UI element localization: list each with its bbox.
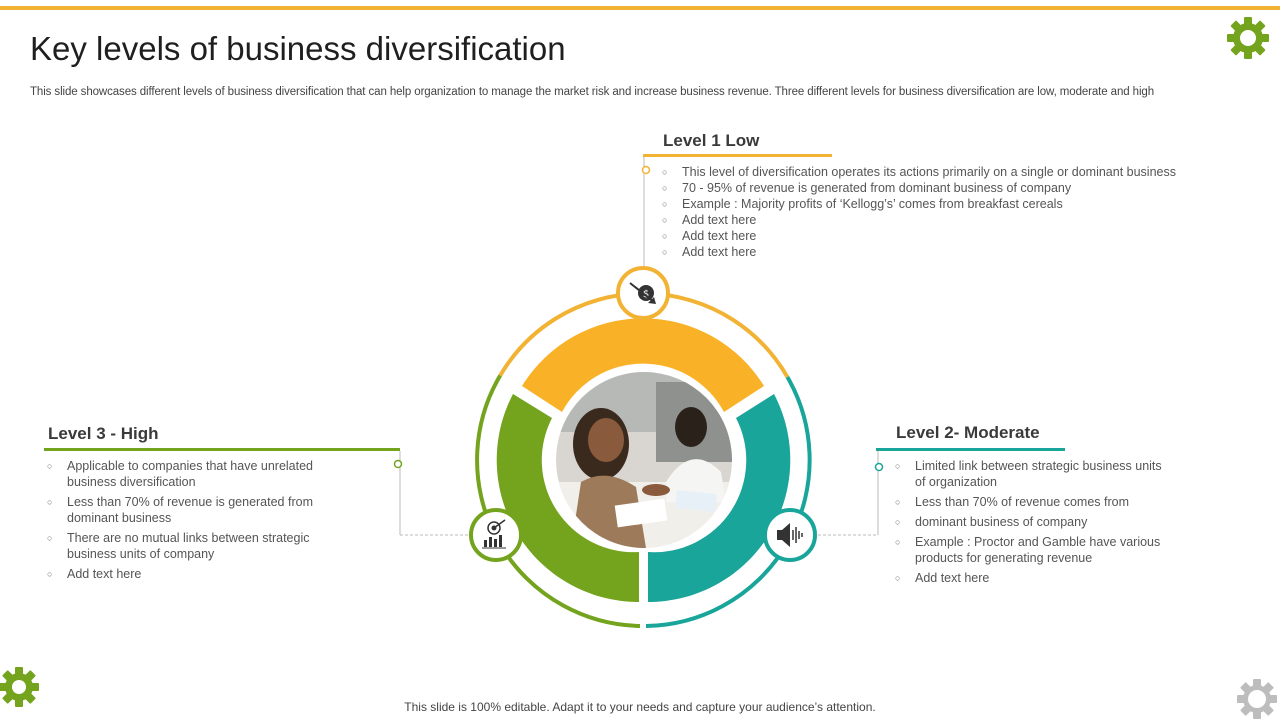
level3-underline: [44, 448, 400, 451]
level2-bullet-list: Limited link between strategic business …: [895, 458, 1175, 590]
gear-icon: [1237, 679, 1277, 719]
donut-segment-level2: [648, 394, 791, 603]
page-subtitle: This slide showcases different levels of…: [30, 86, 1154, 98]
footer-note: This slide is 100% editable. Adapt it to…: [404, 700, 876, 714]
level3-title: Level 3 - High: [48, 424, 159, 443]
top-accent-bar: [0, 6, 1280, 10]
donut-segment-level3: [496, 394, 639, 603]
gear-icon: [1227, 17, 1269, 59]
level2-title: Level 2- Moderate: [896, 423, 1040, 442]
team-photo: [556, 372, 732, 548]
list-item: 70 - 95% of revenue is generated from do…: [662, 180, 1222, 196]
target-bar-chart-icon: [482, 519, 506, 549]
list-item: Add text here: [662, 228, 1222, 244]
list-item: Add text here: [662, 244, 1222, 260]
list-item: Applicable to companies that have unrela…: [47, 458, 337, 490]
marker-level2: [874, 462, 884, 472]
list-item: Add text here: [895, 570, 1175, 586]
list-item: Less than 70% of revenue comes from: [895, 494, 1175, 510]
list-item: Add text here: [662, 212, 1222, 228]
list-item: There are no mutual links between strate…: [47, 530, 337, 562]
list-item: dominant business of company: [895, 514, 1175, 530]
marker-level1: [641, 165, 651, 175]
level1-underline: [643, 154, 832, 157]
level1-bullet-list: This level of diversification operates i…: [662, 164, 1222, 260]
list-item: This level of diversification operates i…: [662, 164, 1222, 180]
level3-bullet-list: Applicable to companies that have unrela…: [47, 458, 337, 586]
donut-segment-level1: [522, 318, 764, 412]
level2-underline: [876, 448, 1065, 451]
level3-icon-badge: [469, 508, 523, 562]
list-item: Add text here: [47, 566, 337, 582]
list-item: Example : Proctor and Gamble have variou…: [895, 534, 1175, 566]
list-item: Limited link between strategic business …: [895, 458, 1175, 490]
page-title: Key levels of business diversification: [30, 30, 566, 67]
dollar-down-arrow-icon: $: [629, 282, 656, 304]
list-item: Example : Majority profits of ‘Kellogg’s…: [662, 196, 1222, 212]
megaphone-icon: [777, 523, 803, 547]
level1-title: Level 1 Low: [663, 131, 760, 150]
marker-level3: [393, 459, 403, 469]
list-item: Less than 70% of revenue is generated fr…: [47, 494, 337, 526]
gear-icon: [0, 667, 39, 707]
